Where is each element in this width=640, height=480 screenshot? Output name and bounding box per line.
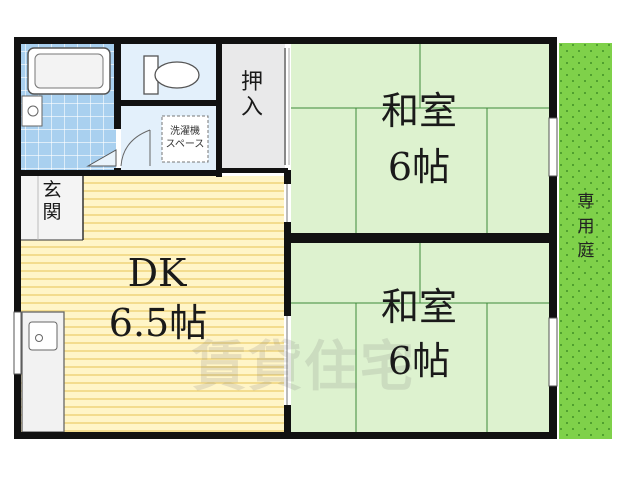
window-right-bottom xyxy=(548,317,558,387)
wall-closet-bottom xyxy=(222,168,288,173)
toilet-bowl xyxy=(154,61,200,89)
entrance-label: 玄 関 xyxy=(42,179,62,223)
wall-top xyxy=(14,37,557,44)
garden-area xyxy=(559,43,612,439)
wall-closet-left xyxy=(216,37,222,177)
watermark: 賃貸住宅 xyxy=(192,335,416,398)
washitsu-bottom-name: 和室 xyxy=(380,285,457,329)
entrance-floor xyxy=(21,176,83,240)
wall-toilet-bottom xyxy=(121,100,221,106)
dk-name: DK xyxy=(127,251,187,295)
wall-dk-right-top xyxy=(284,170,291,184)
dk-size: 6.5帖 xyxy=(108,301,208,345)
washitsu-top-size: 6帖 xyxy=(387,145,451,189)
laundry-space xyxy=(161,115,209,163)
wall-wet-bottom xyxy=(14,170,221,176)
wall-bath-right xyxy=(114,37,121,129)
window-right-top xyxy=(548,117,558,177)
window-left xyxy=(13,311,22,375)
laundry-label: 洗濯機 スペース xyxy=(165,126,205,150)
wall-left xyxy=(14,37,21,439)
kitchen-sink xyxy=(28,321,58,351)
garden-label: 専 用 庭 xyxy=(577,192,595,262)
closet xyxy=(222,43,285,170)
wall-room-divider xyxy=(284,233,557,243)
closet-label: 押 入 xyxy=(240,70,263,121)
washitsu-top-name: 和室 xyxy=(380,89,457,133)
washitsu-bottom-size: 6帖 xyxy=(387,339,451,383)
